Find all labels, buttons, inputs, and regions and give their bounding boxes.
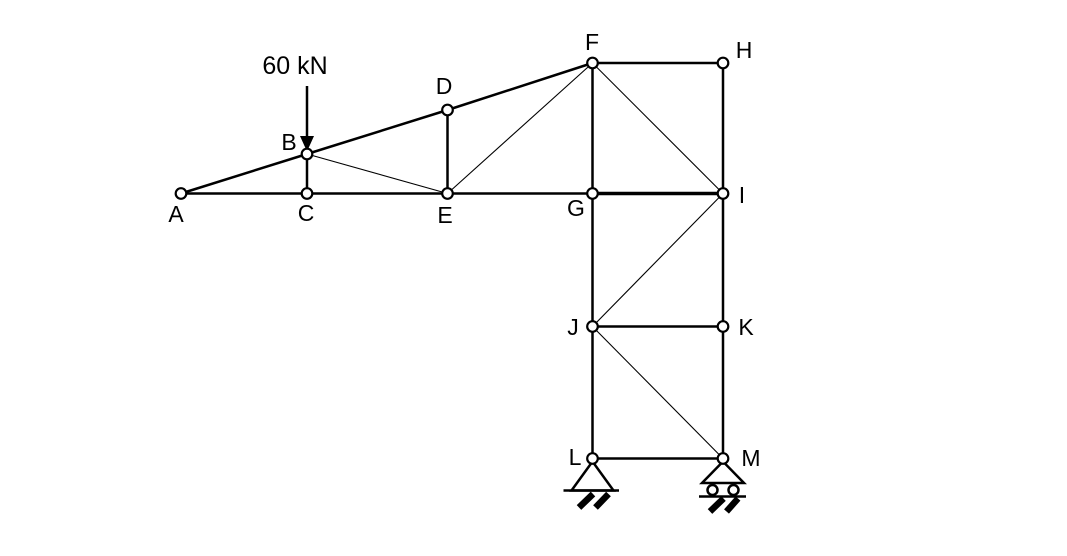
node-label-F: F (585, 29, 599, 55)
node-label-H: H (736, 37, 753, 63)
member-I-J (592, 193, 724, 327)
node-label-J: J (567, 314, 579, 340)
member-F-I (592, 62, 724, 194)
member-J-M (592, 326, 724, 459)
member-D-F (447, 61, 593, 112)
member-B-E (306, 153, 448, 195)
support-triangle (699, 459, 747, 485)
load-label: 60 kN (262, 52, 327, 80)
joint-K (716, 320, 730, 333)
node-label-D: D (436, 73, 453, 99)
joint-A (174, 187, 188, 200)
node-label-G: G (567, 195, 585, 221)
ground-hatch-1 (576, 491, 596, 510)
roller-wheel-1 (706, 483, 719, 497)
joint-E (441, 187, 454, 200)
node-label-C: C (298, 200, 315, 226)
joint-H (716, 56, 730, 70)
pin-support-icon (563, 459, 619, 510)
node-label-E: E (437, 202, 452, 228)
joint-M (716, 452, 730, 465)
joint-G (586, 187, 599, 200)
member-E-F (447, 62, 593, 194)
roller-wheel-2 (727, 483, 740, 497)
node-label-A: A (168, 201, 184, 227)
node-label-I: I (739, 182, 745, 208)
load-arrowhead-icon (300, 136, 314, 152)
node-label-L: L (569, 444, 582, 470)
roller-support-icon (699, 459, 747, 514)
member-A-B (180, 152, 308, 195)
node-label-B: B (281, 129, 296, 155)
ground-hatch-2 (593, 491, 611, 510)
member-B-D (306, 108, 448, 156)
node-label-K: K (738, 314, 754, 340)
node-label-M: M (741, 445, 760, 471)
joint-I (716, 187, 730, 200)
joint-C (300, 187, 314, 200)
joint-D (441, 103, 454, 117)
joint-J (586, 320, 599, 333)
joint-B (300, 147, 314, 161)
ground-hatch-1 (707, 496, 726, 514)
ground-hatch-2 (724, 496, 741, 514)
joint-F (586, 56, 599, 70)
load-60kN: 60 kN (262, 52, 328, 152)
joint-L (586, 452, 599, 465)
